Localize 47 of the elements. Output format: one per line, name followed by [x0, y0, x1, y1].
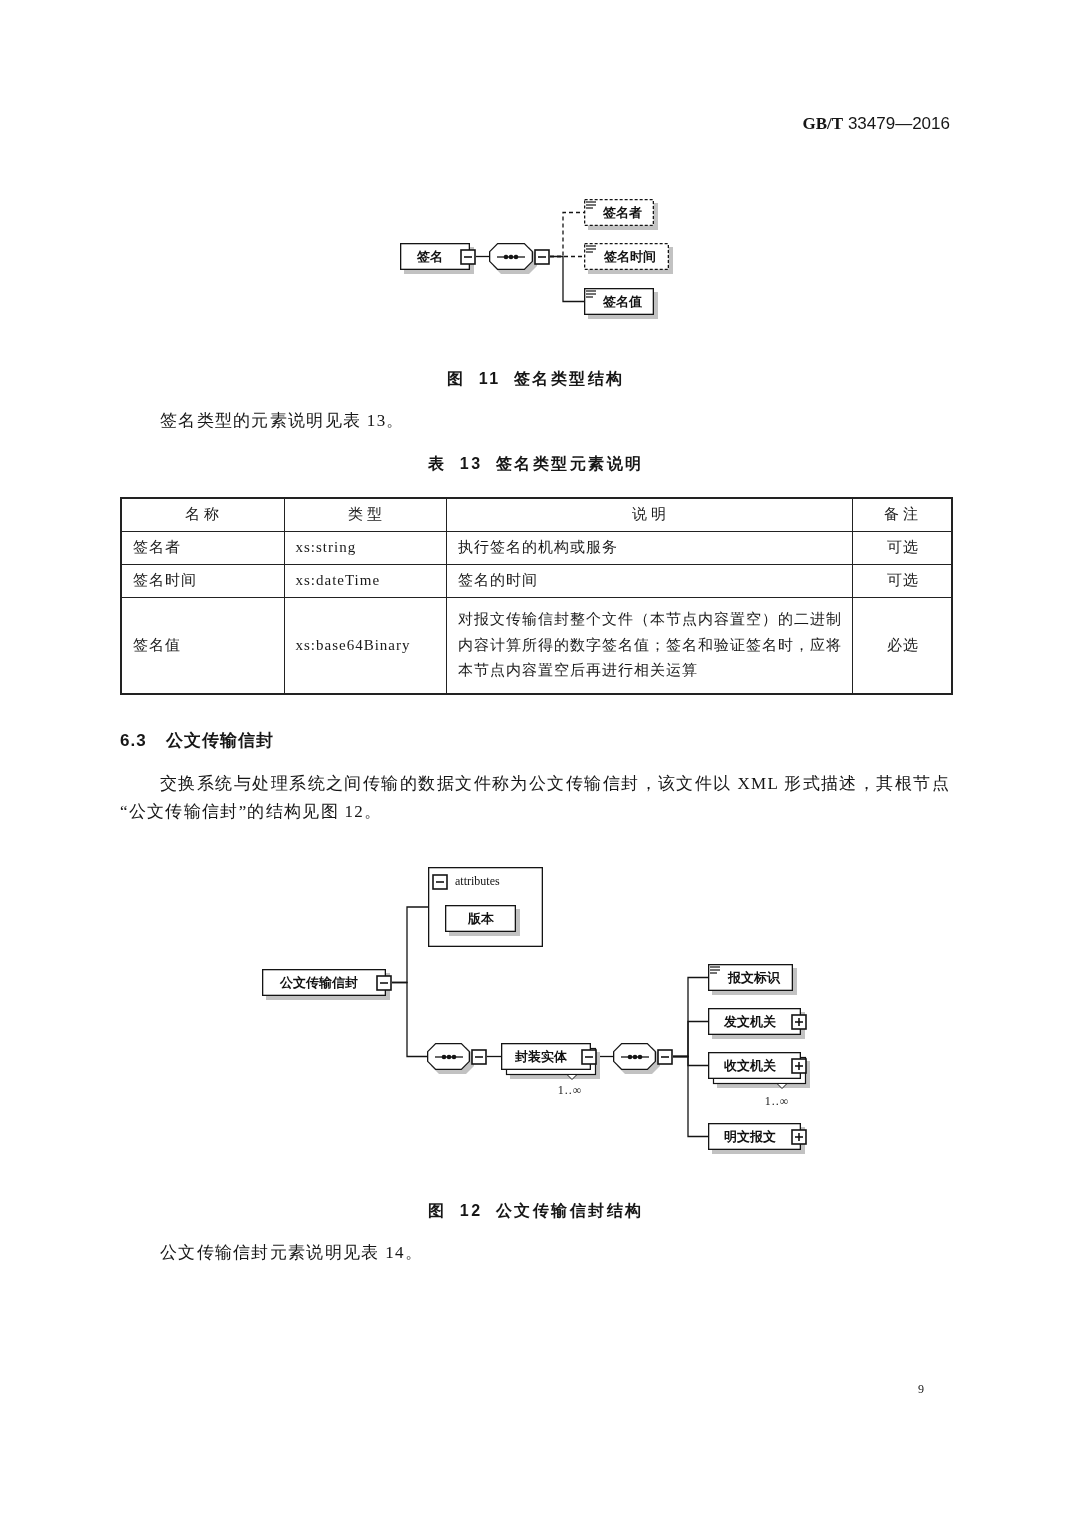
occurrence-label: 1..∞: [557, 1084, 583, 1098]
occurrence-label: 1..∞: [764, 1095, 790, 1109]
stacked-box: [708, 1052, 810, 1089]
element-label: 签名时间: [603, 249, 656, 264]
table-header-cell: 说明: [446, 498, 852, 531]
element-box: [445, 905, 520, 936]
page-number: 9: [918, 1383, 924, 1397]
connector-line: [391, 981, 428, 1058]
table-header-cell: 类型: [284, 498, 446, 531]
element-label: 签名值: [602, 294, 642, 309]
table-cell: 签名者: [121, 531, 284, 564]
element-label: 报文标识: [727, 970, 780, 985]
paragraph: 交换系统与处理系统之间传输的数据文件称为公文传输信封，该文件以 XML 形式描述，其根节点“公文传输信封”的结构见图 12。: [120, 773, 950, 823]
attributes-panel: [428, 867, 543, 947]
element-label: 签名: [417, 249, 443, 264]
paragraph: 签名类型的元素说明见表 13。: [160, 411, 405, 431]
connector-line: [672, 1055, 709, 1138]
element-label: 明文报文: [723, 1129, 776, 1144]
table-cell: xs:dateTime: [284, 564, 446, 597]
table-cell: xs:string: [284, 531, 446, 564]
element-box: [584, 288, 658, 319]
element-label: 发文机关: [723, 1014, 776, 1029]
element-label: 公文传输信封: [280, 975, 358, 990]
page-header: GB/T 33479—2016: [802, 114, 950, 134]
element-label: 收文机关: [723, 1058, 776, 1073]
figure-caption: 图 11 签名类型结构: [447, 369, 625, 389]
dashed-box: [584, 199, 658, 230]
table-caption: 表 13 签名类型元素说明: [428, 454, 644, 474]
connector-line: [549, 255, 585, 303]
element-label: 版本: [467, 911, 494, 926]
element-box: [708, 1008, 807, 1039]
table-cell: 签名的时间: [446, 564, 852, 597]
element-label: 签名者: [602, 205, 642, 220]
dashed-box: [584, 243, 673, 274]
figure-caption: 图 12 公文传输信封结构: [428, 1201, 644, 1221]
table-cell: 执行签名的机构或服务: [446, 531, 852, 564]
panel-title: attributes: [455, 875, 500, 889]
element-box: [262, 969, 392, 1000]
section-heading: 6.3 公文传输信封: [120, 731, 275, 751]
element-label: 封装实体: [515, 1049, 567, 1064]
table-header-cell: 名称: [121, 498, 284, 531]
table-cell: 签名时间: [121, 564, 284, 597]
element-box: [400, 243, 476, 274]
paragraph: 公文传输信封元素说明见表 14。: [160, 1243, 424, 1263]
element-box: [708, 1123, 807, 1154]
element-box: [708, 964, 797, 995]
stacked-box: [501, 1043, 600, 1080]
